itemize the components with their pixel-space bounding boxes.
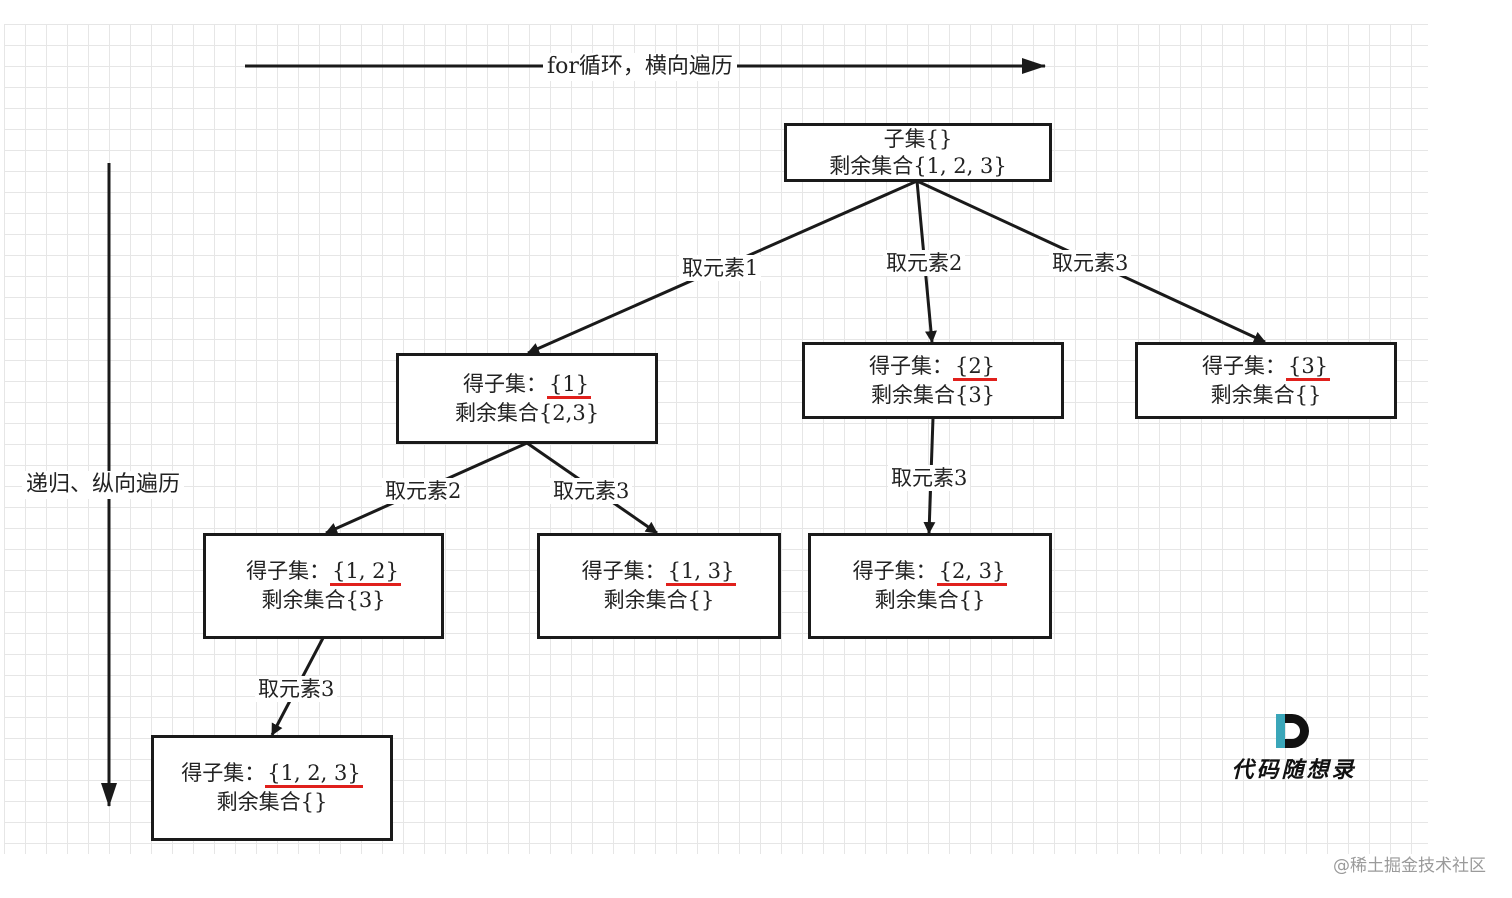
edge-label-n2-n23: 取元素3: [888, 465, 971, 491]
node-subset-3-prefix: 得子集：: [1201, 353, 1286, 378]
edge-label-n12-n123: 取元素3: [255, 676, 338, 702]
grid-background: [4, 24, 1428, 854]
node-subset-1: 得子集：{1} 剩余集合{2,3}: [396, 353, 658, 444]
node-subset-1-2-rest: 剩余集合{3}: [261, 588, 386, 612]
node-subset-3: 得子集：{3} 剩余集合{}: [1135, 342, 1397, 419]
node-subset-1-2: 得子集：{1, 2} 剩余集合{3}: [203, 533, 444, 639]
root-remaining-text: 剩余集合{1, 2, 3}: [829, 153, 1007, 178]
node-subset-1-2-3-prefix: 得子集：: [181, 761, 266, 785]
node-subset-1-3-value: {1, 3}: [665, 559, 737, 586]
watermark-text: @稀土掘金技术社区: [1333, 856, 1486, 876]
vertical-axis-label: 递归、纵向遍历: [22, 471, 185, 499]
node-subset-1-2-3-rest: 剩余集合{}: [216, 790, 328, 814]
node-subset-3-rest: 剩余集合{}: [1210, 382, 1322, 407]
node-subset-1-prefix: 得子集：: [462, 371, 547, 396]
node-subset-2-value: {2}: [952, 353, 998, 381]
node-subset-1-2-prefix: 得子集：: [246, 559, 331, 583]
horizontal-axis-label: for循环，横向遍历: [543, 53, 737, 81]
node-subset-1-value: {1}: [546, 371, 592, 399]
node-subset-2-prefix: 得子集：: [868, 353, 953, 378]
node-subset-1-2-value: {1, 2}: [330, 559, 401, 586]
node-subset-1-2-3: 得子集：{1, 2, 3} 剩余集合{}: [151, 735, 393, 841]
logo-text: 代码随想录: [1231, 758, 1357, 783]
edge-label-root-n1: 取元素1: [679, 255, 762, 281]
node-subset-2-3: 得子集：{2, 3} 剩余集合{}: [808, 533, 1052, 639]
edge-label-root-n3: 取元素3: [1049, 250, 1132, 276]
node-subset-2-3-value: {2, 3}: [936, 559, 1008, 586]
node-subset-2-3-prefix: 得子集：: [852, 559, 937, 583]
edge-label-n1-n12: 取元素2: [382, 478, 465, 504]
node-subset-1-2-3-value: {1, 2, 3}: [265, 761, 363, 788]
node-subset-2-rest: 剩余集合{3}: [870, 382, 996, 407]
edge-label-root-n2: 取元素2: [883, 250, 966, 276]
node-subset-1-3-prefix: 得子集：: [581, 559, 666, 583]
edge-label-n1-n13: 取元素3: [550, 478, 633, 504]
node-subset-2-3-rest: 剩余集合{}: [874, 588, 986, 612]
node-subset-1-3: 得子集：{1, 3} 剩余集合{}: [537, 533, 781, 639]
node-subset-1-3-rest: 剩余集合{}: [603, 588, 715, 612]
brand-logo: 代码随想录: [1224, 708, 1364, 788]
root-subset-text: 子集{}: [883, 126, 953, 151]
root-node: 子集{} 剩余集合{1, 2, 3}: [784, 123, 1052, 182]
node-subset-2: 得子集：{2} 剩余集合{3}: [802, 342, 1064, 419]
logo-d-icon: [1276, 714, 1309, 748]
node-subset-1-rest: 剩余集合{2,3}: [454, 400, 600, 425]
node-subset-3-value: {3}: [1285, 353, 1331, 381]
